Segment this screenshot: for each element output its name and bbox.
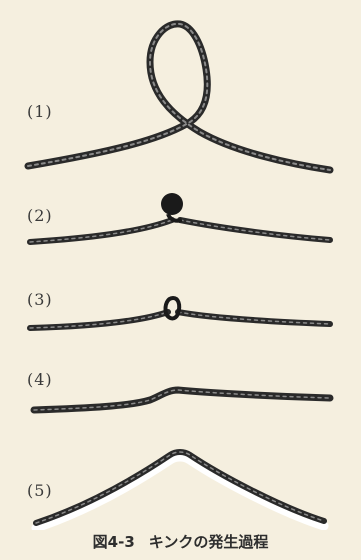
- figure-caption: 図4-3 キンクの発生過程: [0, 529, 361, 560]
- step-3: (3): [0, 280, 361, 340]
- step-2: (2): [0, 184, 361, 254]
- figure-title: キンクの発生過程: [149, 533, 269, 551]
- step-4: (4): [0, 362, 361, 422]
- rope-tight-loop-icon: [0, 184, 361, 254]
- rope-peak-icon: [0, 435, 361, 530]
- rope-loop-icon: [0, 14, 361, 184]
- step-1: (1): [0, 14, 361, 184]
- figure-number: 図4-3: [93, 533, 135, 551]
- rope-bent-icon: [0, 362, 361, 422]
- step-5: (5): [0, 435, 361, 530]
- rope-small-kink-icon: [0, 280, 361, 340]
